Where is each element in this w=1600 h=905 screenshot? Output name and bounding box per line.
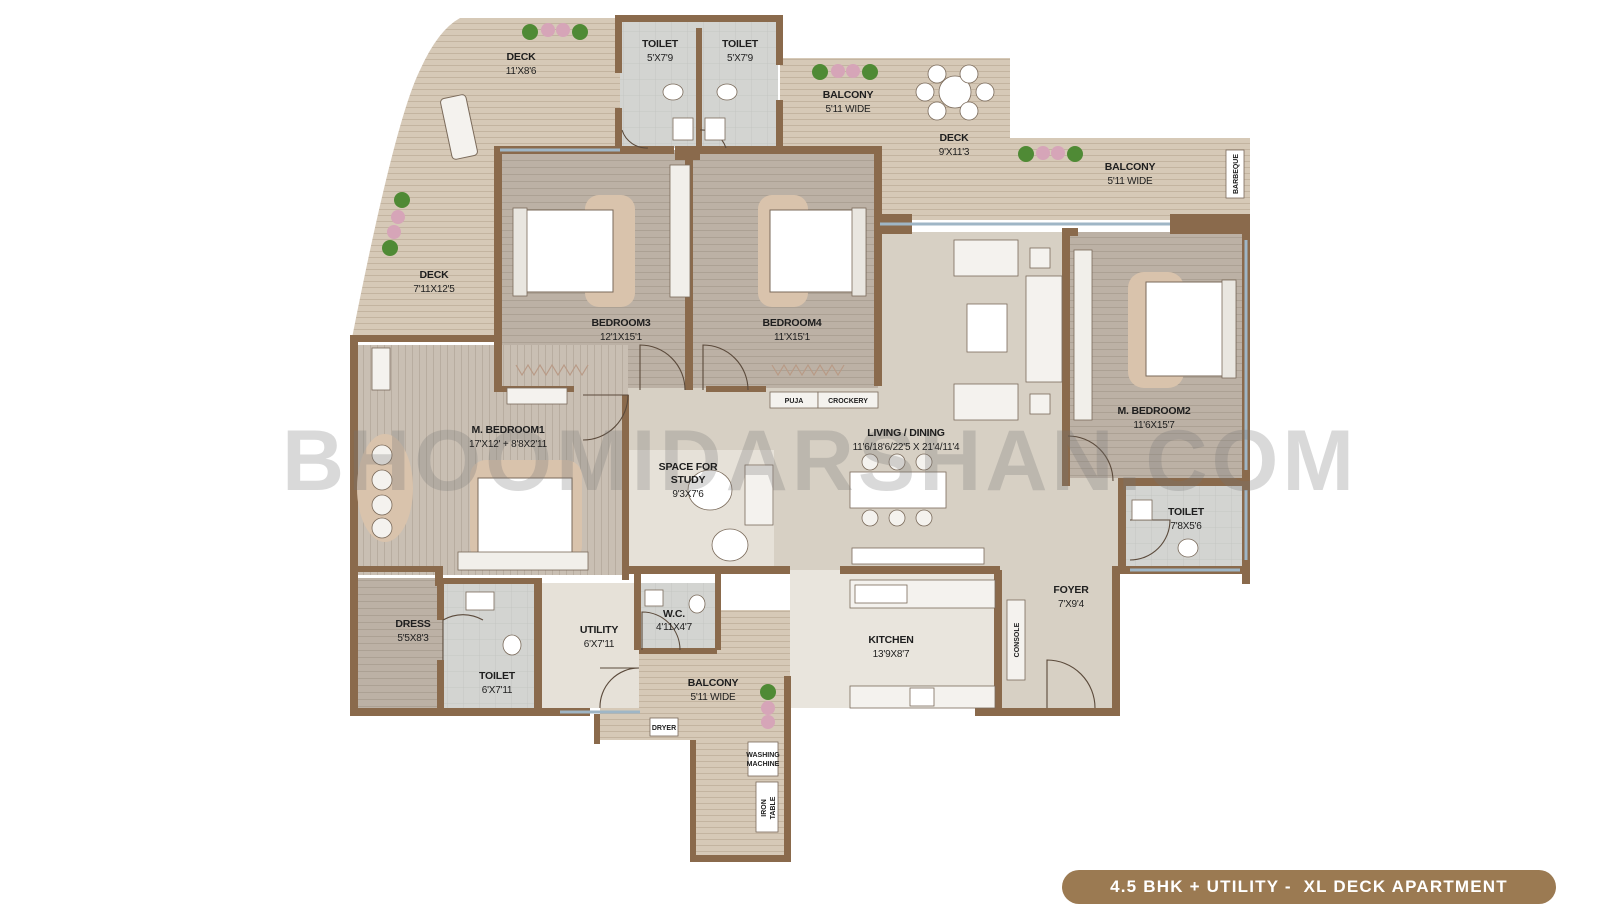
washing-machine-label-1: WASHING: [746, 752, 780, 759]
utility-floor: [539, 583, 639, 708]
mbedroom1-dims: 17'X12' + 8'8X2'11: [469, 439, 548, 450]
bedroom3-name: BEDROOM3: [591, 317, 650, 329]
balcony-top-dims: 5'11 WIDE: [826, 104, 871, 115]
deck-top-dims: 11'X8'6: [506, 66, 537, 77]
deck-left-dims: 7'11X12'5: [413, 284, 455, 295]
toilet-bl-name: TOILET: [479, 670, 516, 682]
study-name: SPACE FOR: [659, 461, 718, 473]
bedroom3-dims: 12'1X15'1: [600, 332, 643, 343]
utility-dims: 6'X7'11: [584, 639, 615, 650]
deck-top-name: DECK: [507, 51, 537, 63]
wc-dims: 4'11X4'7: [656, 622, 693, 633]
dryer-label: DRYER: [652, 725, 676, 732]
toilet-a-dims: 5'X7'9: [647, 53, 674, 64]
foyer-dims: 7'X9'4: [1058, 599, 1085, 610]
barbeque-label: BARBEQUE: [1233, 154, 1240, 194]
deck-mid-name: DECK: [940, 132, 970, 144]
apartment-type-badge: 4.5 BHK + UTILITY - XL DECK APARTMENT: [1062, 870, 1556, 904]
room-labels: DECK 11'X8'6 TOILET 5'X7'9 TOILET 5'X7'9…: [395, 38, 1205, 703]
windows: [500, 148, 1248, 714]
mbedroom1-name: M. BEDROOM1: [471, 424, 544, 436]
utility-name: UTILITY: [580, 624, 618, 636]
balcony-right-name: BALCONY: [1105, 161, 1156, 173]
dress-floor: [358, 578, 443, 708]
washing-machine-label-2: MACHINE: [747, 761, 780, 768]
wc-name: W.C.: [663, 608, 685, 620]
bedroom4-dims: 11'X15'1: [774, 332, 811, 343]
dress-name: DRESS: [395, 618, 430, 630]
console-label: CONSOLE: [1014, 622, 1021, 657]
deck-floor: [352, 18, 620, 338]
balcony-bottom-name: BALCONY: [688, 677, 739, 689]
toilet-a-name: TOILET: [642, 38, 679, 50]
balcony-top-name: BALCONY: [823, 89, 874, 101]
toilet-b-name: TOILET: [722, 38, 759, 50]
iron-table-label-2: TABLE: [770, 796, 777, 819]
balcony-bottom-floor: [600, 610, 790, 860]
toilet-right-name: TOILET: [1168, 506, 1205, 518]
toilet-b-dims: 5'X7'9: [727, 53, 754, 64]
bedroom4-name: BEDROOM4: [762, 317, 821, 329]
kitchen-dims: 13'9X8'7: [873, 649, 910, 660]
furniture: [357, 23, 1245, 833]
balcony-deck-floor: [780, 58, 1250, 220]
watermark: BHOOMIDARSHAN.COM: [282, 413, 1358, 509]
deck-mid-dims: 9'X11'3: [939, 147, 970, 158]
deck-left-name: DECK: [420, 269, 450, 281]
living-dims: 11'6/18'6/22'5 X 21'4/11'4: [853, 442, 960, 453]
mbedroom2-name: M. BEDROOM2: [1117, 405, 1190, 417]
balcony-bottom-dims: 5'11 WIDE: [691, 692, 736, 703]
toilet-bl-dims: 6'X7'11: [482, 685, 513, 696]
iron-table-label-1: IRON: [761, 799, 768, 817]
crockery-label: CROCKERY: [828, 398, 868, 405]
living-name: LIVING / DINING: [867, 427, 945, 439]
study-dims: 9'3X7'6: [672, 489, 704, 500]
study-name-2: STUDY: [671, 474, 706, 486]
toilet-right-dims: 7'8X5'6: [1170, 521, 1202, 532]
foyer-name: FOYER: [1053, 584, 1089, 596]
mbedroom2-dims: 11'6X15'7: [1133, 420, 1175, 431]
balcony-right-dims: 5'11 WIDE: [1108, 176, 1153, 187]
kitchen-name: KITCHEN: [868, 634, 913, 646]
fixture-labels: PUJA CROCKERY BARBEQUE CONSOLE DRYER WAS…: [652, 154, 1240, 820]
dress-dims: 5'5X8'3: [397, 633, 429, 644]
puja-label: PUJA: [785, 398, 804, 405]
